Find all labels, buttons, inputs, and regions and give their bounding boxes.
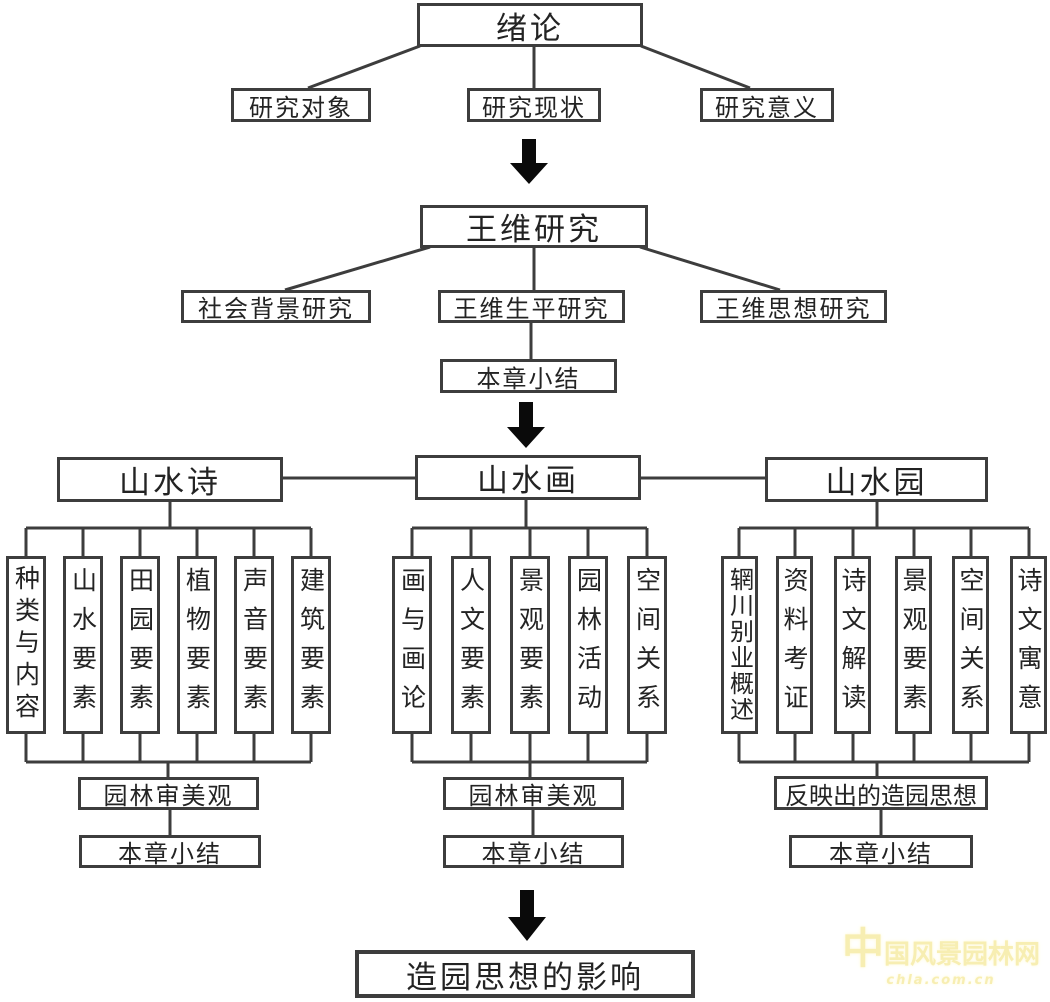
wangwei-child-social-background: 社会背景研究 <box>181 290 371 323</box>
intro-child-research-status: 研究现状 <box>467 88 601 122</box>
connector-line <box>737 501 1031 836</box>
poetry-column-architecture: 建筑要素 <box>291 556 331 734</box>
garden-column-poem-interpretation: 诗文解读 <box>834 556 871 734</box>
arrow-down-icon <box>507 402 545 448</box>
poetry-outcome-box: 园林审美观 <box>78 777 259 810</box>
poetry-summary-box: 本章小结 <box>79 835 261 868</box>
poetry-column-type-content: 种类与内容 <box>6 556 46 734</box>
painting-column-garden-activity: 园林活动 <box>568 556 608 734</box>
intro-child-research-object: 研究对象 <box>231 88 371 122</box>
wangwei-child-thought: 王维思想研究 <box>700 290 887 323</box>
connector-line <box>284 245 781 360</box>
garden-outcome-box: 反映出的造园思想 <box>774 776 988 810</box>
branch-painting-box: 山水画 <box>415 455 641 500</box>
wangwei-summary-box: 本章小结 <box>440 359 617 393</box>
final-conclusion-box: 造园思想的影响 <box>355 950 695 998</box>
garden-column-data-verification: 资料考证 <box>776 556 813 734</box>
garden-column-poem-meaning: 诗文寓意 <box>1010 556 1047 734</box>
garden-column-landscape-elements: 景观要素 <box>895 556 932 734</box>
intro-box: 绪论 <box>417 3 643 47</box>
poetry-column-sound: 声音要素 <box>234 556 274 734</box>
poetry-column-plants: 植物要素 <box>177 556 217 734</box>
garden-summary-box: 本章小结 <box>789 835 973 868</box>
branch-poetry-box: 山水诗 <box>57 457 283 502</box>
connector-line <box>410 499 649 836</box>
painting-summary-box: 本章小结 <box>443 835 624 868</box>
branch-garden-box: 山水园 <box>765 457 988 502</box>
arrow-down-icon <box>510 139 548 184</box>
painting-column-painting-theory: 画与画论 <box>392 556 432 734</box>
poetry-column-landscape: 山水要素 <box>63 556 103 734</box>
garden-column-wangchuan-overview: 辋川别业概述 <box>721 556 758 734</box>
wangwei-box: 王维研究 <box>420 205 648 248</box>
painting-outcome-box: 园林审美观 <box>443 777 624 810</box>
painting-column-spatial-relation: 空间关系 <box>627 556 667 734</box>
wangwei-child-life: 王维生平研究 <box>438 290 625 323</box>
connector-line <box>24 501 313 836</box>
intro-child-research-significance: 研究意义 <box>700 88 834 122</box>
connector-line <box>307 44 751 90</box>
arrow-down-icon <box>508 890 546 941</box>
garden-column-spatial-relation: 空间关系 <box>952 556 989 734</box>
poetry-column-pastoral: 田园要素 <box>120 556 160 734</box>
painting-column-humanistic: 人文要素 <box>451 556 491 734</box>
painting-column-landscape-elements: 景观要素 <box>510 556 550 734</box>
